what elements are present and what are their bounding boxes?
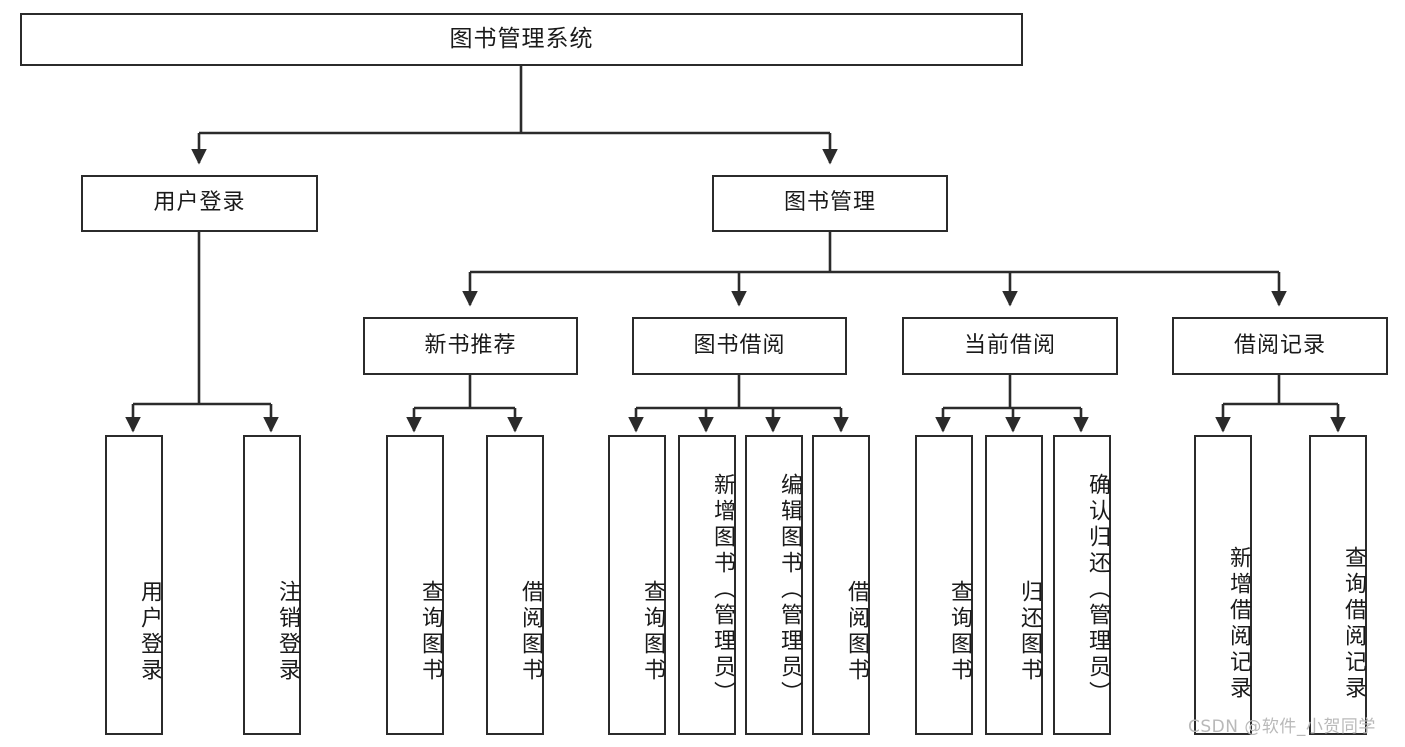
leaf-query-book-borrow[interactable]: 查询图书 [608, 435, 666, 735]
leaf-add-book-admin[interactable]: 新增图书（管理员） [678, 435, 736, 735]
node-label: 编辑图书（管理员） [777, 473, 802, 707]
node-label: 归还图书 [1017, 580, 1042, 684]
node-current-borrow[interactable]: 当前借阅 [902, 317, 1118, 375]
node-label: 查询借阅记录 [1341, 546, 1366, 702]
leaf-borrow-book-recommend[interactable]: 借阅图书 [486, 435, 544, 735]
node-label: 用户登录 [153, 190, 246, 216]
node-label: 查询图书 [640, 580, 665, 684]
node-label: 借阅图书 [518, 580, 543, 684]
leaf-query-book-recommend[interactable]: 查询图书 [386, 435, 444, 735]
node-label: 图书管理系统 [449, 25, 594, 52]
node-root-system[interactable]: 图书管理系统 [20, 13, 1023, 66]
leaf-user-logout[interactable]: 注销登录 [243, 435, 301, 735]
leaf-confirm-return-admin[interactable]: 确认归还（管理员） [1053, 435, 1111, 735]
node-label: 新增图书（管理员） [710, 473, 735, 707]
leaf-edit-book-admin[interactable]: 编辑图书（管理员） [745, 435, 803, 735]
node-user-login[interactable]: 用户登录 [81, 175, 318, 232]
node-borrow-record[interactable]: 借阅记录 [1172, 317, 1388, 375]
node-label: 注销登录 [275, 580, 300, 684]
node-label: 图书管理 [783, 190, 876, 216]
leaf-query-book-current[interactable]: 查询图书 [915, 435, 973, 735]
node-label: 用户登录 [137, 580, 162, 684]
node-label: 新增借阅记录 [1226, 546, 1251, 702]
watermark-credit: CSDN @软件_小贺同学 [1188, 717, 1376, 737]
node-label: 查询图书 [947, 580, 972, 684]
node-label: 新书推荐 [424, 332, 517, 358]
leaf-user-login[interactable]: 用户登录 [105, 435, 163, 735]
node-book-borrow[interactable]: 图书借阅 [632, 317, 847, 375]
leaf-return-book[interactable]: 归还图书 [985, 435, 1043, 735]
node-label: 确认归还（管理员） [1085, 473, 1110, 707]
node-new-book-recommend[interactable]: 新书推荐 [363, 317, 578, 375]
node-label: 查询图书 [418, 580, 443, 684]
node-label: 借阅图书 [844, 580, 869, 684]
node-label: 借阅记录 [1233, 332, 1326, 358]
leaf-borrow-book[interactable]: 借阅图书 [812, 435, 870, 735]
leaf-add-borrow-record[interactable]: 新增借阅记录 [1194, 435, 1252, 735]
node-label: 当前借阅 [963, 332, 1056, 358]
leaf-query-borrow-record[interactable]: 查询借阅记录 [1309, 435, 1367, 735]
node-book-management[interactable]: 图书管理 [712, 175, 948, 232]
node-label: 图书借阅 [693, 332, 786, 358]
